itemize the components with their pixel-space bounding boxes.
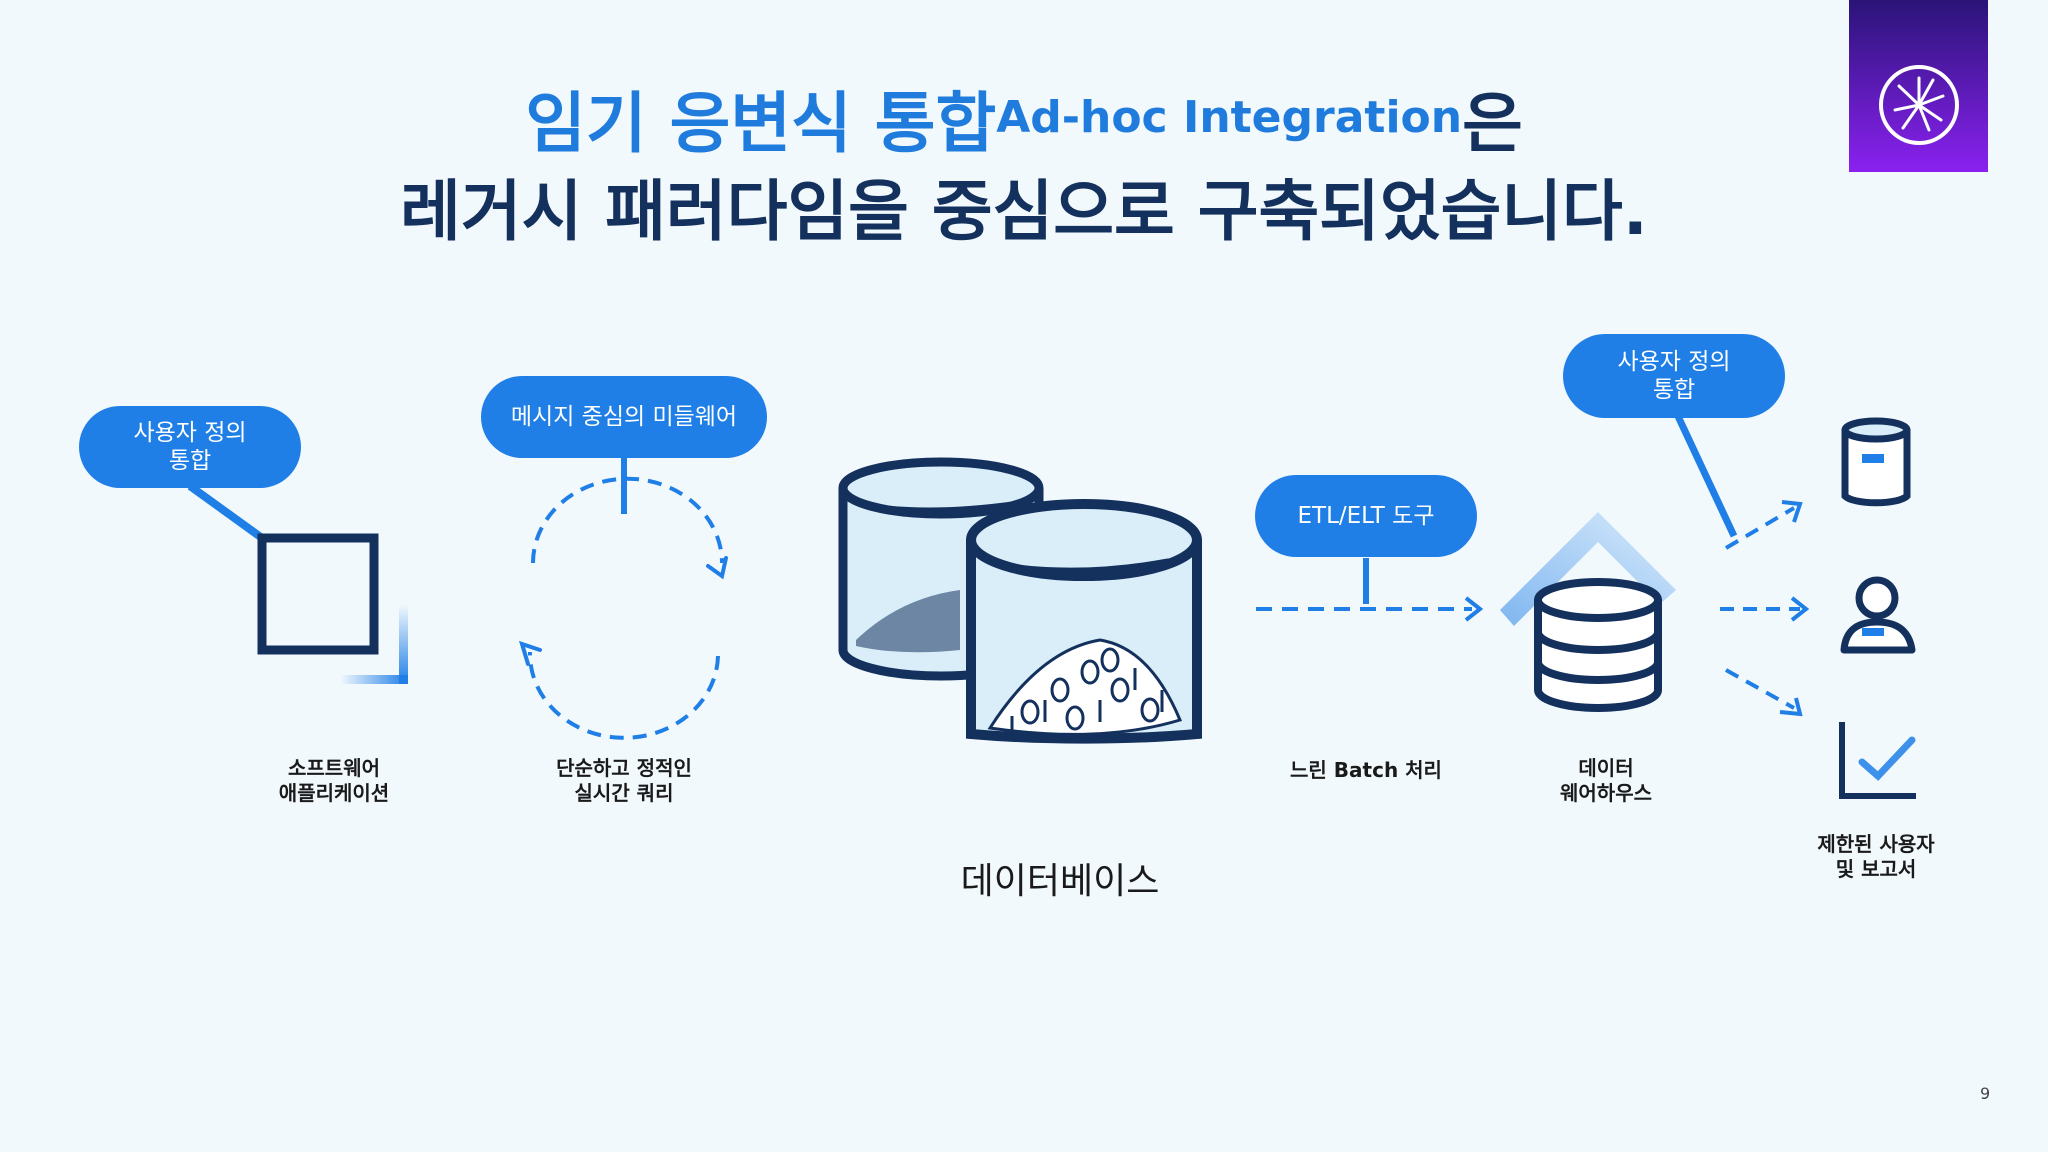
label-slow-batch: 느린 Batch 처리 (1290, 758, 1442, 782)
label-simple-queries: 단순하고 정적인 실시간 쿼리 (556, 756, 692, 805)
bubble-etl-tools: ETL/ELT 도구 (1255, 475, 1477, 557)
user-icon (1840, 576, 1916, 654)
etl-arrow (1256, 558, 1484, 622)
refresh-loop-icon (527, 456, 724, 740)
page-number: 9 (1980, 1084, 1991, 1103)
loop-arrowheads (518, 556, 728, 666)
brand-logo (1849, 0, 1988, 172)
title-line-2: 레거시 패러다임을 중심으로 구축되었습니다. (400, 173, 1648, 250)
custom-integration-connector (1673, 412, 1738, 538)
data-warehouse-icon (1500, 512, 1676, 712)
title-english-term: Ad-hoc Integration (996, 92, 1463, 143)
bubble-custom-integration-right: 사용자 정의 통합 (1563, 334, 1785, 418)
database-small-icon (1841, 417, 1911, 507)
label-data-warehouse: 데이터 웨어하우스 (1560, 756, 1652, 805)
label-software-app: 소프트웨어 애플리케이션 (278, 756, 390, 805)
title-particle: 은 (1462, 85, 1523, 162)
title-line-1: 임기 응변식 통합Ad-hoc Integration은 (0, 70, 2048, 166)
label-limited-users: 제한된 사용자 및 보고서 (1817, 832, 1935, 881)
report-chart-icon (1839, 722, 1916, 799)
database-icon (838, 457, 1202, 744)
label-database: 데이터베이스 (960, 861, 1160, 902)
software-app-icon (187, 482, 408, 684)
starburst-logo-icon (1879, 65, 1959, 145)
output-arrows (1720, 500, 1810, 717)
bubble-message-middleware: 메시지 중심의 미들웨어 (481, 376, 767, 458)
bubble-custom-integration-left: 사용자 정의 통합 (79, 406, 301, 488)
title-korean-highlight: 임기 응변식 통합 (525, 85, 997, 162)
